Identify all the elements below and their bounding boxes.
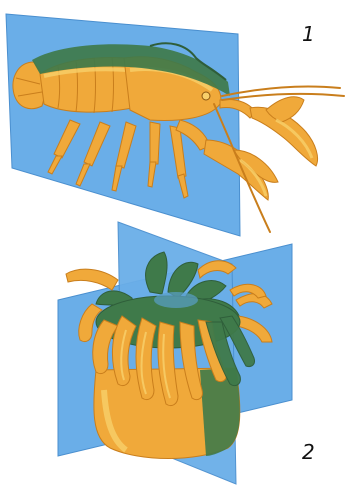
panel-label-1: 1 [302, 22, 315, 46]
crayfish-panel [6, 14, 344, 236]
anemone-panel [58, 222, 292, 484]
panel-label-2: 2 [302, 440, 315, 464]
crayfish-eye [202, 92, 210, 100]
